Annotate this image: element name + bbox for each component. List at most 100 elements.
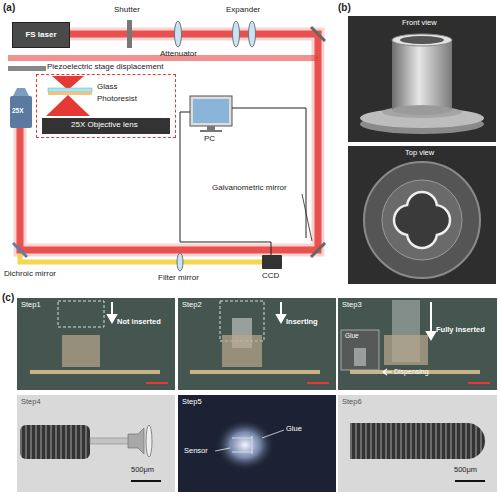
photo-background bbox=[338, 298, 497, 390]
pc-monitor bbox=[190, 96, 232, 126]
sensor-part bbox=[62, 335, 100, 367]
sem-ring bbox=[382, 180, 462, 260]
sem-photo-background bbox=[348, 146, 496, 284]
sensor-outline bbox=[232, 436, 252, 454]
component-label: Dichroic mirror bbox=[4, 270, 56, 279]
sem-photo: Front view bbox=[348, 16, 496, 142]
node-text: Not inserted bbox=[117, 318, 161, 326]
attenuator-lens bbox=[175, 21, 182, 47]
panel-letter: (c) bbox=[2, 292, 14, 303]
scale-bar bbox=[455, 480, 485, 482]
node-text: 25X Objective lens bbox=[71, 121, 138, 130]
component-label: 25X bbox=[12, 107, 24, 114]
laser-beam bbox=[20, 34, 318, 250]
leader-line bbox=[262, 430, 284, 438]
sem-cylinder-opening bbox=[400, 36, 444, 44]
scale-bar bbox=[307, 382, 329, 384]
sensor-holder bbox=[128, 428, 144, 454]
sensor-part bbox=[384, 335, 428, 365]
node-text: Glue bbox=[345, 332, 359, 339]
spring-coil bbox=[350, 423, 485, 459]
base-plate bbox=[190, 370, 320, 374]
node-title: Step5 bbox=[182, 398, 202, 406]
shutter-plate bbox=[127, 20, 132, 48]
node-text: 500μm bbox=[131, 466, 154, 474]
sem-photo-background bbox=[348, 16, 496, 142]
node-text: Sensor bbox=[184, 447, 208, 455]
focus-cone bbox=[46, 95, 90, 116]
component-label: Expander bbox=[226, 6, 260, 15]
galvanometric-mirror-symbol bbox=[311, 243, 325, 257]
imaging-beam bbox=[20, 254, 262, 262]
component-label: Filter mirror bbox=[158, 274, 199, 283]
inset-photo bbox=[341, 330, 379, 370]
node-title: Step4 bbox=[21, 398, 41, 406]
laser-beam-glow bbox=[20, 34, 318, 250]
photo-background bbox=[17, 395, 175, 492]
photoresist-layer bbox=[48, 92, 92, 95]
dispense-arrow bbox=[383, 369, 392, 375]
node-title: Step3 bbox=[342, 301, 362, 309]
objective-lens-body bbox=[10, 96, 32, 128]
photo-background bbox=[338, 395, 497, 492]
needle-outline bbox=[58, 301, 104, 327]
filter-lens bbox=[177, 253, 183, 271]
scale-bar bbox=[146, 382, 168, 384]
component-label: CCD bbox=[262, 272, 279, 281]
node-title: Front view bbox=[402, 19, 437, 27]
node-title: Piezoelectric stage displacement bbox=[47, 63, 164, 72]
sem-cylinder bbox=[392, 40, 452, 110]
component-label: PC bbox=[204, 135, 215, 144]
node-title: Step2 bbox=[182, 301, 202, 309]
step-photo: Step3Glue Fully insertedDispensing bbox=[338, 298, 497, 390]
step-photo: Step5Sensor Glue bbox=[178, 395, 336, 492]
photo-background bbox=[17, 298, 175, 390]
node-text: Inserting bbox=[286, 318, 318, 326]
component-label: Galvanometric mirror bbox=[212, 184, 287, 193]
panel-letter: (b) bbox=[338, 2, 351, 13]
inset-needle bbox=[354, 348, 366, 366]
scale-bar bbox=[131, 480, 161, 482]
photo-background bbox=[178, 395, 336, 492]
step-photo: Step1Not inserted bbox=[17, 298, 175, 390]
pc-stand-base bbox=[200, 130, 222, 132]
objective-band bbox=[42, 118, 170, 134]
pc-stand bbox=[207, 126, 215, 130]
step-photo: Step2Inserting bbox=[178, 298, 336, 390]
sem-quatrefoil bbox=[394, 192, 450, 248]
leader-line bbox=[302, 194, 312, 241]
scale-bar bbox=[468, 382, 490, 384]
step-photo: Step4 500μm bbox=[17, 395, 175, 492]
sem-disc bbox=[364, 162, 480, 278]
laser-box: FS laser bbox=[12, 22, 70, 48]
node-text: Fully inserted bbox=[436, 326, 485, 334]
component-label: Shutter bbox=[114, 6, 140, 15]
sem-photo: Top view bbox=[348, 146, 496, 284]
node-title: Step6 bbox=[342, 398, 362, 406]
control-wire bbox=[232, 108, 306, 238]
step-photo: Step6 500μm bbox=[338, 395, 497, 492]
sensor-part bbox=[222, 335, 262, 367]
fold-mirror bbox=[311, 27, 325, 41]
component-label: Attenuator bbox=[160, 50, 197, 59]
node-text: Photoresist bbox=[97, 95, 137, 104]
node-title: FS laser bbox=[25, 31, 56, 40]
panel-letter: (a) bbox=[3, 2, 15, 13]
leader-line bbox=[215, 448, 230, 451]
glass-plate bbox=[48, 88, 92, 92]
pc-screen bbox=[193, 99, 229, 123]
spring-coil bbox=[20, 425, 90, 459]
sensor-disc bbox=[146, 425, 152, 457]
needle bbox=[90, 438, 130, 444]
node-text: 500μm bbox=[454, 466, 477, 474]
motion-arrow bbox=[427, 302, 435, 339]
ccd-camera bbox=[262, 255, 282, 269]
node-text: Dispensing bbox=[394, 368, 429, 376]
sem-cylinder-bottom bbox=[392, 105, 452, 115]
node-text: Glue bbox=[286, 425, 302, 433]
node-title: Step1 bbox=[21, 301, 41, 309]
base-plate bbox=[30, 370, 160, 374]
dichroic-mirror-symbol bbox=[13, 243, 27, 257]
node-title: Top view bbox=[405, 149, 434, 157]
